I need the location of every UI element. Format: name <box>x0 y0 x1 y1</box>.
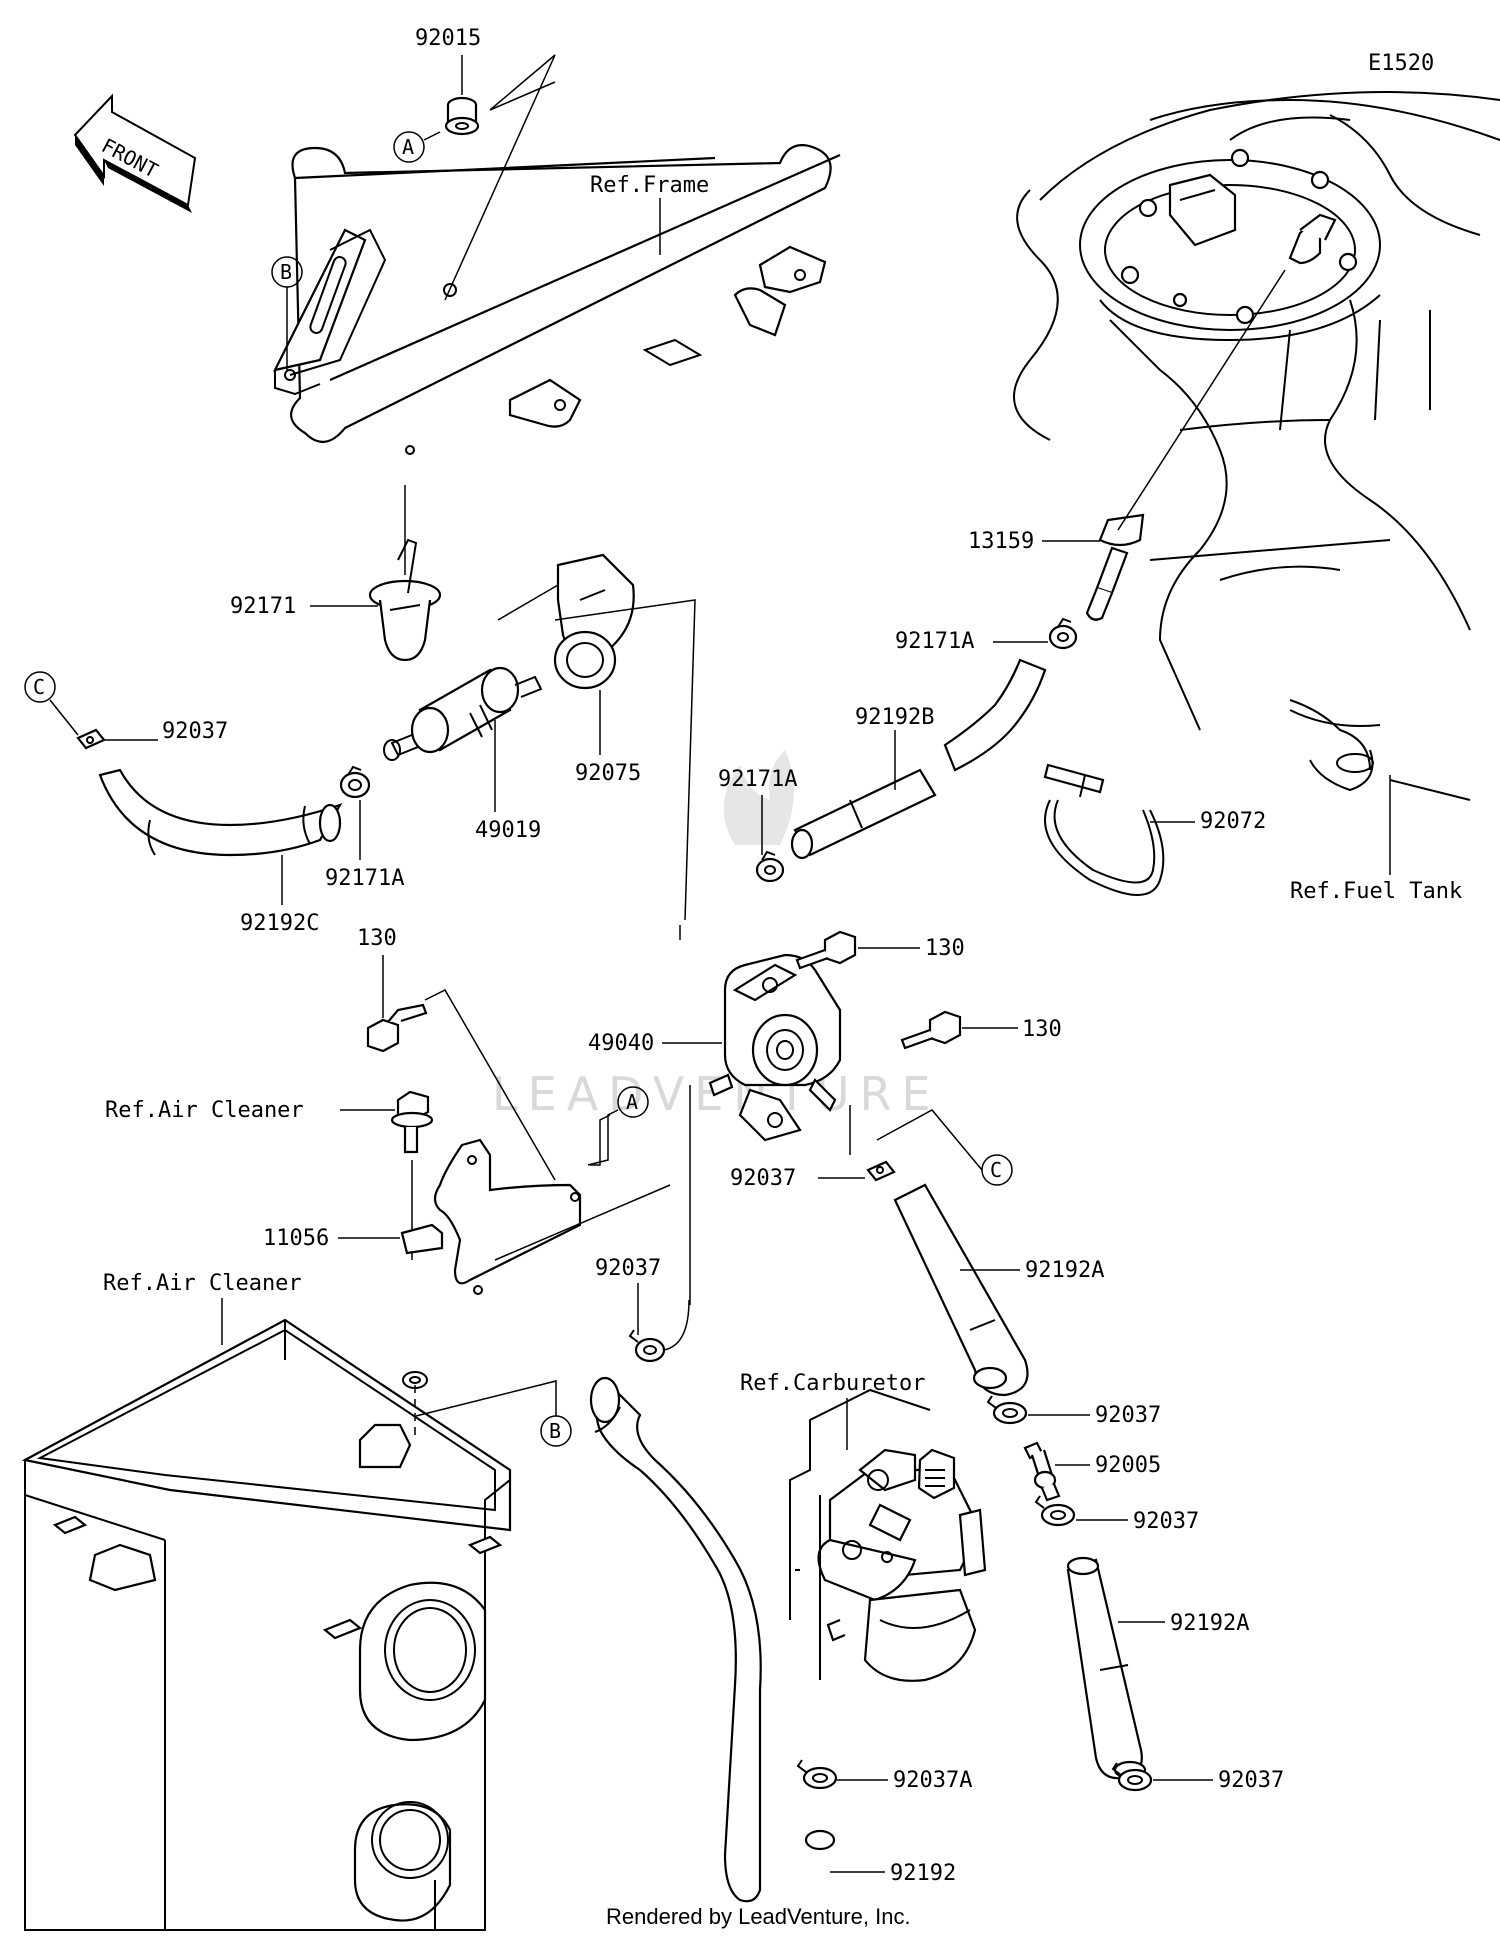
clip-92037-r2 <box>1034 1495 1076 1527</box>
callout-c-pump: C <box>981 1154 1013 1186</box>
frame-assembly <box>272 144 841 455</box>
hose-92192C <box>98 768 343 857</box>
joint-92005 <box>1023 1441 1061 1502</box>
label-92192: 92192 <box>890 1861 956 1886</box>
connector-13159 <box>1085 513 1145 621</box>
bolt-130-top <box>795 930 857 970</box>
clip-92037-pump <box>866 1160 896 1182</box>
bolt-130-right <box>900 1010 962 1050</box>
label-92037-r1: 92037 <box>1095 1403 1161 1428</box>
label-130-left: 130 <box>357 926 397 951</box>
air-cleaner-box <box>21 1318 512 1931</box>
watermark-text: LEADVENTURE <box>492 1067 941 1121</box>
band-92072 <box>1043 763 1165 896</box>
svg-text:A: A <box>402 135 414 159</box>
callout-c-left: C <box>24 671 56 703</box>
hose-92192A-upper <box>893 1183 1029 1397</box>
ref-air-cleaner-box-label: Ref.Air Cleaner <box>103 1271 302 1296</box>
label-92037-pump: 92037 <box>730 1166 796 1191</box>
label-92192B: 92192B <box>855 705 934 730</box>
label-92075: 92075 <box>575 761 641 786</box>
label-13159: 13159 <box>968 529 1034 554</box>
label-92005: 92005 <box>1095 1453 1161 1478</box>
clamp-92171 <box>368 538 442 662</box>
label-92192A-upper: 92192A <box>1025 1258 1104 1283</box>
clamp-92171A-mid <box>755 850 785 883</box>
label-49019: 49019 <box>475 818 541 843</box>
fuel-pump-49040 <box>708 953 842 1142</box>
clamp-92171A-top <box>1048 617 1078 650</box>
label-92015: 92015 <box>415 26 481 51</box>
callout-a-top: A <box>393 131 425 163</box>
label-92037-left: 92037 <box>595 1256 661 1281</box>
leadventure-watermark: LEADVENTURE <box>492 750 941 1121</box>
diagram-code: E1520 <box>1368 51 1434 76</box>
label-92171A-filter: 92171A <box>325 866 404 891</box>
label-92037-c: 92037 <box>162 719 228 744</box>
ref-frame-label: Ref.Frame <box>590 173 709 198</box>
label-92037A: 92037A <box>893 1768 972 1793</box>
svg-text:C: C <box>990 1158 1002 1182</box>
clamp-92075 <box>553 553 635 690</box>
bolt-130-left <box>366 1003 428 1053</box>
label-92171A-mid: 92171A <box>718 767 797 792</box>
bracket-11056 <box>400 1138 582 1295</box>
callout-a-pump: A <box>617 1086 649 1118</box>
label-130-right: 130 <box>1022 1017 1062 1042</box>
label-49040: 49040 <box>588 1031 654 1056</box>
footer-credit: Rendered by LeadVenture, Inc. <box>606 1904 911 1929</box>
label-92037-r2: 92037 <box>1133 1509 1199 1534</box>
label-92192A-lower: 92192A <box>1170 1611 1249 1636</box>
clip-92037-left <box>628 1329 666 1363</box>
svg-text:B: B <box>280 260 292 284</box>
carburetor <box>789 1388 987 1682</box>
callout-b-box: B <box>540 1415 572 1447</box>
ref-carburetor-label: Ref.Carburetor <box>740 1371 925 1396</box>
hose-92192B <box>790 658 1047 860</box>
hose-92192 <box>589 1376 836 1903</box>
fuel-tank <box>1013 91 1500 801</box>
ref-fuel-tank-label: Ref.Fuel Tank <box>1290 879 1462 904</box>
label-92037-bottom: 92037 <box>1218 1768 1284 1793</box>
label-92171: 92171 <box>230 594 296 619</box>
hose-92192A-lower <box>1066 1556 1147 1780</box>
clip-92037-r1 <box>986 1395 1028 1425</box>
front-arrow-icon: FRONT <box>73 93 197 213</box>
svg-text:A: A <box>626 1090 638 1114</box>
label-11056: 11056 <box>263 1226 329 1251</box>
bolt-air-cleaner <box>390 1090 434 1154</box>
collar-92015 <box>444 96 480 136</box>
label-92171A-top: 92171A <box>895 629 974 654</box>
clip-92037-hose-end <box>76 728 106 750</box>
ref-air-cleaner-bolt-label: Ref.Air Cleaner <box>105 1098 304 1123</box>
svg-text:C: C <box>33 675 45 699</box>
label-92192C: 92192C <box>240 911 319 936</box>
label-130-top: 130 <box>925 936 965 961</box>
fuel-filter-49019 <box>383 666 543 761</box>
clamp-92171A-filter <box>339 765 371 799</box>
svg-text:B: B <box>549 1419 561 1443</box>
label-92072: 92072 <box>1200 809 1266 834</box>
clip-92037-bottom <box>1111 1762 1153 1792</box>
clip-92037A <box>796 1759 838 1790</box>
